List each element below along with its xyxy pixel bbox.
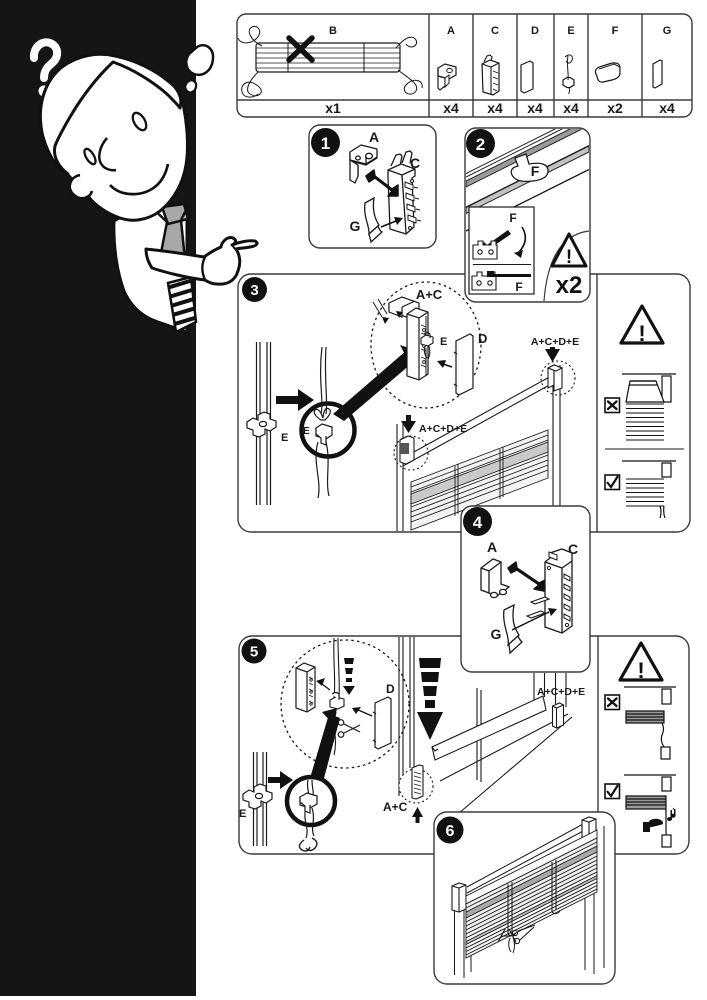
svg-text:F: F <box>515 280 522 294</box>
svg-text:A+C: A+C <box>416 287 443 302</box>
svg-text:C: C <box>410 155 420 171</box>
svg-text:A: A <box>369 129 379 145</box>
svg-text:B: B <box>329 25 337 37</box>
svg-text:D: D <box>386 682 395 696</box>
svg-text:5: 5 <box>250 644 258 661</box>
svg-text:E: E <box>281 432 288 444</box>
svg-text:x4: x4 <box>487 100 503 116</box>
svg-text:E: E <box>239 808 246 820</box>
svg-text:E: E <box>440 336 447 348</box>
svg-text:2: 2 <box>476 135 485 154</box>
svg-text:D: D <box>478 331 487 346</box>
svg-text:G: G <box>350 218 361 234</box>
svg-text:x4: x4 <box>563 100 579 116</box>
svg-text:E: E <box>303 426 310 437</box>
svg-text:C: C <box>491 25 499 37</box>
svg-text:!: ! <box>566 247 572 268</box>
svg-text:A+C+D+E: A+C+D+E <box>419 423 467 435</box>
svg-text:x4: x4 <box>659 100 675 116</box>
svg-text:6: 6 <box>446 823 455 840</box>
svg-text:G: G <box>491 626 502 642</box>
svg-text:!: ! <box>637 658 644 683</box>
svg-text:x2: x2 <box>556 272 583 299</box>
svg-text:A+C+D+E: A+C+D+E <box>531 336 579 348</box>
svg-text:A: A <box>447 25 455 37</box>
svg-text:E: E <box>567 25 574 37</box>
svg-text:F: F <box>531 163 540 179</box>
svg-text:x4: x4 <box>443 100 459 116</box>
svg-text:x2: x2 <box>607 100 623 116</box>
svg-text:D: D <box>531 25 539 37</box>
svg-text:4: 4 <box>473 513 483 532</box>
svg-text:A+C+D+E: A+C+D+E <box>537 686 585 698</box>
svg-text:A: A <box>487 539 497 555</box>
svg-text:!: ! <box>638 321 645 346</box>
svg-text:F: F <box>509 211 516 225</box>
svg-text:3: 3 <box>250 282 258 299</box>
svg-text:F: F <box>612 25 619 37</box>
svg-text:1: 1 <box>321 134 330 153</box>
svg-text:x4: x4 <box>527 100 543 116</box>
svg-text:G: G <box>663 25 672 37</box>
svg-text:A+C: A+C <box>383 800 408 814</box>
svg-text:C: C <box>568 541 578 557</box>
svg-text:x1: x1 <box>325 100 341 116</box>
